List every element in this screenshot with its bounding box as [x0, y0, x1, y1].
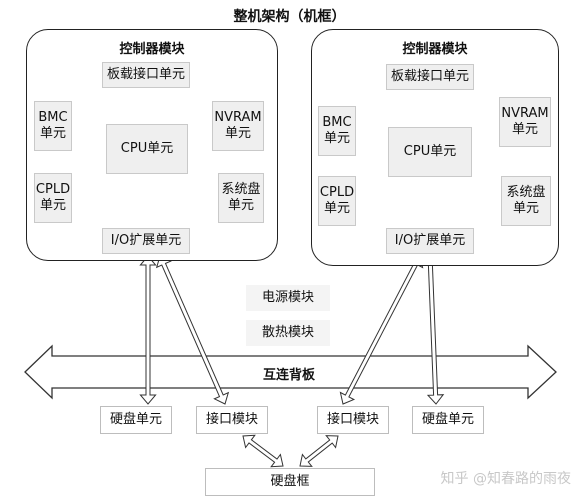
- cpld-unit: CPLD 单元: [34, 173, 72, 223]
- arrow-io-diskunit-left: [139, 255, 157, 405]
- disk-enclosure: 硬盘框: [205, 468, 375, 496]
- interface-module-right: 接口模块: [317, 406, 389, 434]
- io-expansion-unit: I/O扩展单元: [102, 228, 190, 254]
- backplane-arrow: [24, 344, 557, 400]
- arrow-interface-enclosure-left: [242, 434, 284, 468]
- controller-title: 控制器模块: [402, 42, 468, 57]
- system-disk-unit: 系统盘 单元: [501, 176, 551, 226]
- disk-unit-right: 硬盘单元: [412, 406, 484, 434]
- cpld-unit: CPLD 单元: [318, 176, 356, 226]
- onboard-interface-unit: 板载接口单元: [386, 64, 474, 90]
- nvram-unit: NVRAM 单元: [499, 97, 551, 147]
- power-module: 电源模块: [246, 285, 330, 311]
- io-expansion-unit: I/O扩展单元: [386, 228, 474, 254]
- watermark: 知乎 @知春路的雨夜: [440, 471, 571, 487]
- diagram-title: 整机架构（机框）: [233, 9, 346, 25]
- arrow-interface-enclosure-right: [299, 435, 339, 467]
- bmc-unit: BMC 单元: [34, 101, 72, 151]
- controller-title: 控制器模块: [119, 42, 185, 57]
- nvram-unit: NVRAM 单元: [212, 101, 264, 151]
- disk-unit-left: 硬盘单元: [100, 406, 172, 434]
- arrow-io-interface-left: [155, 255, 230, 405]
- interface-module-left: 接口模块: [196, 406, 268, 434]
- system-disk-unit: 系统盘 单元: [218, 173, 264, 223]
- backplane-label: 互连背板: [263, 368, 316, 383]
- onboard-interface-unit: 板载接口单元: [102, 62, 190, 88]
- bmc-unit: BMC 单元: [318, 106, 356, 156]
- cpu-unit: CPU单元: [106, 124, 188, 174]
- cooling-module: 散热模块: [246, 320, 330, 346]
- cpu-unit: CPU单元: [388, 127, 472, 177]
